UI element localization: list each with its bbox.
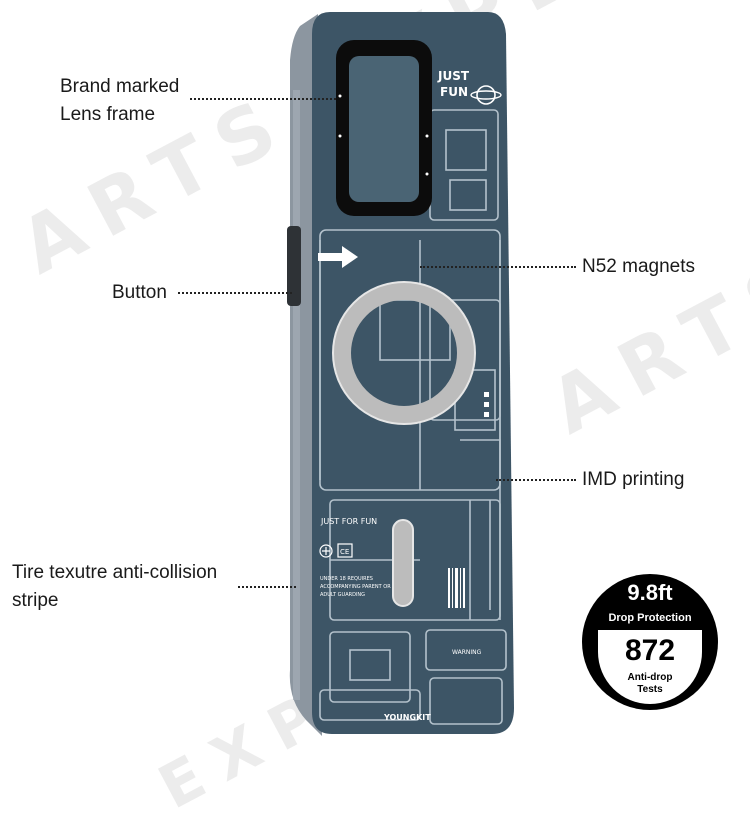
slogan-text: JUST FOR FUN [320,517,377,526]
callout-imd: IMD printing [582,469,685,490]
plane-icon [319,544,333,558]
magsafe-alignment-slot [392,519,414,607]
lens-frame-markings [338,94,429,176]
ce-mark: CE [340,548,349,556]
callout-brand-lens-line1: Brand marked [60,76,180,97]
product-image: ARTS EXPE ARTS EXPE EXPE [6,0,750,823]
magsafe-ring [333,282,475,424]
side-button [287,226,301,306]
leader-magnets [420,266,576,268]
notice-line2: ACCOMPANYING PARENT OR [320,584,391,590]
camera-window [349,56,419,202]
notice-line1: UNDER 18 REQUIRES [320,576,373,582]
callout-brand-lens-line2: Lens frame [60,104,156,125]
arrow-right-icon [318,246,358,268]
notice-line3: ADULT GUARDING [320,592,365,598]
test-label-line1: Anti-drop [627,672,673,683]
ce-mark-box [337,543,353,558]
logo-fun: FUN [440,85,468,99]
test-label: Anti-drop Tests [598,672,702,696]
brand-text: YOUNGKIT [383,713,431,722]
barcode [448,568,465,608]
tire-stripe [293,90,300,700]
protection-badge: 9.8ft Drop Protection 872 Anti-drop Test… [582,574,718,710]
callout-tire-line1: Tire texutre anti-collision [12,562,218,583]
magsafe-ring-highlight [332,281,476,425]
globe-icon [470,85,502,105]
drop-value: 9.8ft [627,580,673,605]
callout-brand-lens: Brand marked Lens frame [60,73,179,129]
phone-case-illustration: JUST FUN JUST FOR FUN [287,12,514,736]
indicator-dots [484,392,489,417]
leader-brand-lens [190,98,336,100]
leader-button [178,292,292,294]
callout-button: Button [112,282,167,303]
callout-tire-line2: stripe [12,590,59,611]
warning-text: WARNING [452,649,482,656]
leader-tire-stripe [238,586,296,588]
badge-inner: 872 Anti-drop Tests [598,630,702,704]
callout-tire-stripe: Tire texutre anti-collision stripe [12,559,217,615]
test-label-line2: Tests [637,684,663,695]
test-value: 872 [624,634,676,667]
circuit-print [319,109,507,725]
logo-just: JUST [437,69,470,83]
drop-label: Drop Protection [608,612,692,624]
callout-magnets: N52 magnets [582,256,696,277]
leader-imd [496,479,576,481]
